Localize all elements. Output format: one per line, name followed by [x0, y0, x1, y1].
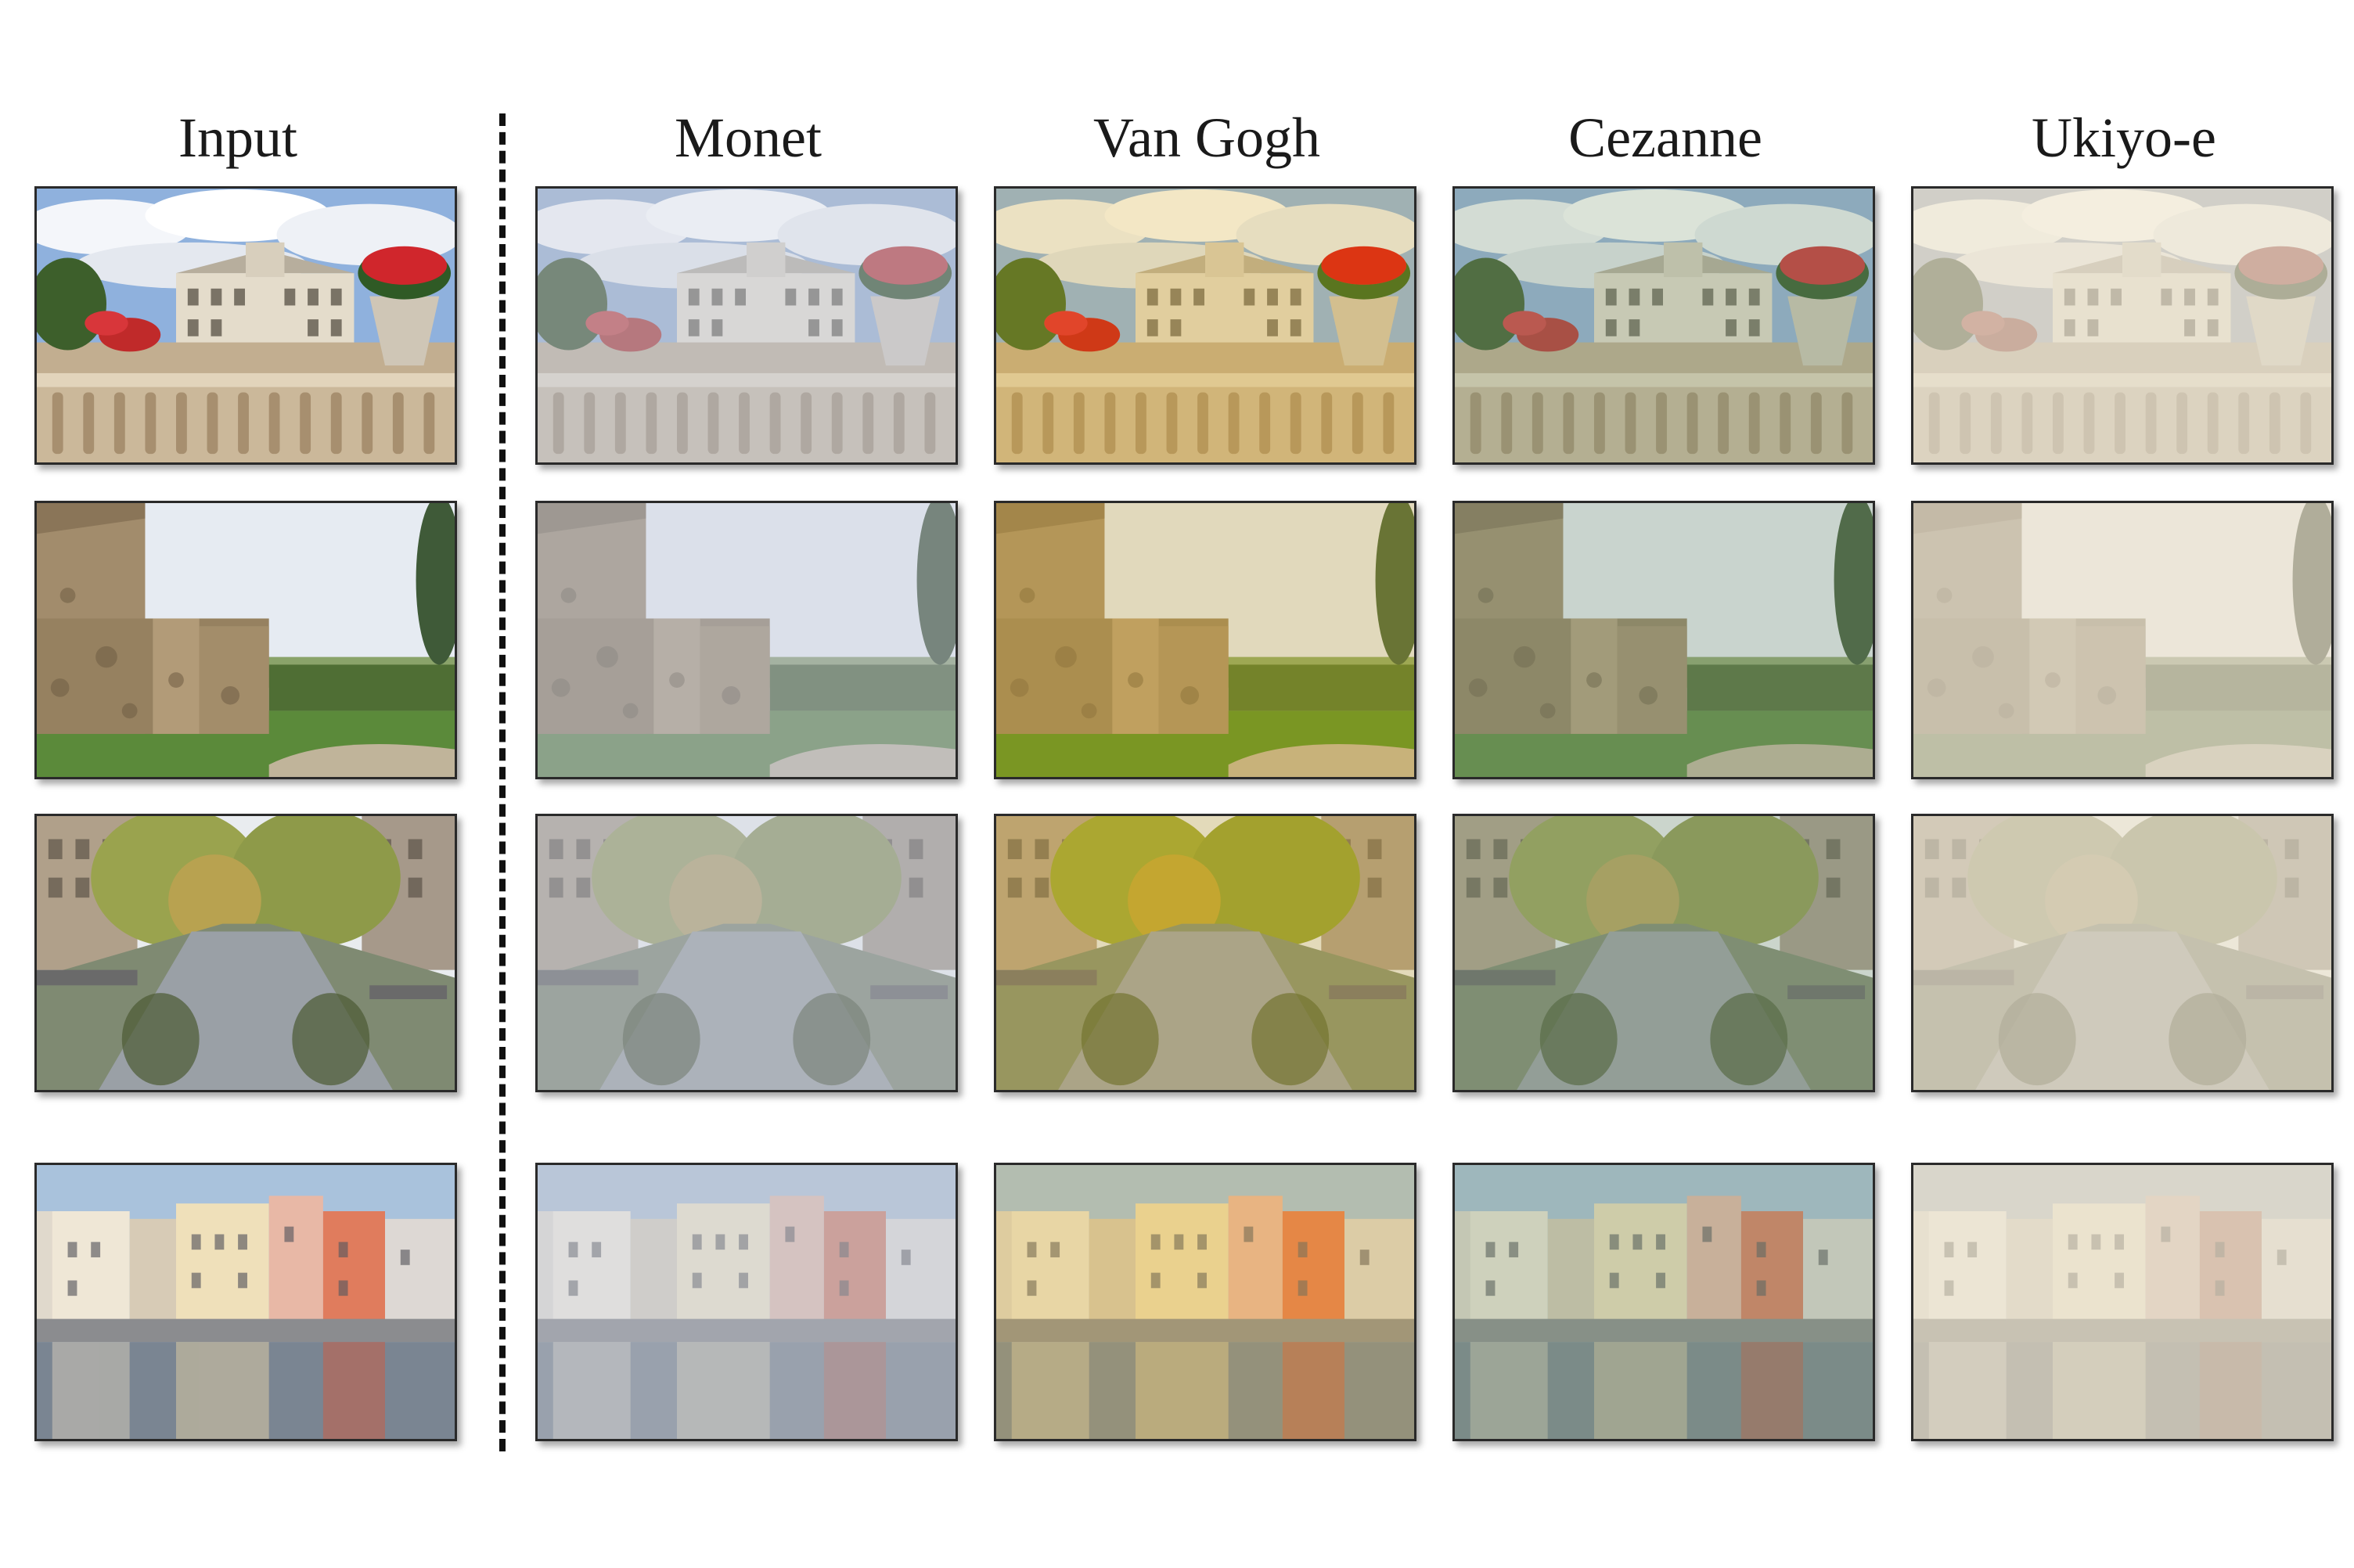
panel-castle-tower-monet	[535, 501, 958, 779]
panel-castle-tower-ukiyoe	[1911, 501, 2334, 779]
panel-castle-tower-vangogh	[994, 501, 1416, 779]
panel-palace-garden-input	[34, 186, 457, 465]
panel-harbor-houses-monet	[535, 1163, 958, 1441]
header-cezanne: Cezanne	[1568, 106, 1762, 169]
panel-canal-street-vangogh	[994, 814, 1416, 1092]
panel-palace-garden-cezanne	[1452, 186, 1875, 465]
panel-castle-tower-input	[34, 501, 457, 779]
panel-harbor-houses-ukiyoe	[1911, 1163, 2334, 1441]
header-input: Input	[178, 106, 297, 169]
panel-palace-garden-monet	[535, 186, 958, 465]
panel-canal-street-input	[34, 814, 457, 1092]
panel-castle-tower-cezanne	[1452, 501, 1875, 779]
header-ukiyo-e: Ukiyo-e	[2032, 106, 2216, 169]
panel-palace-garden-vangogh	[994, 186, 1416, 465]
panel-harbor-houses-vangogh	[994, 1163, 1416, 1441]
header-van-gogh: Van Gogh	[1093, 106, 1320, 169]
panel-canal-street-cezanne	[1452, 814, 1875, 1092]
panel-harbor-houses-cezanne	[1452, 1163, 1875, 1441]
header-monet: Monet	[675, 106, 822, 169]
panel-palace-garden-ukiyoe	[1911, 186, 2334, 465]
panel-harbor-houses-input	[34, 1163, 457, 1441]
panel-canal-street-ukiyoe	[1911, 814, 2334, 1092]
panel-canal-street-monet	[535, 814, 958, 1092]
column-divider	[499, 113, 506, 1451]
